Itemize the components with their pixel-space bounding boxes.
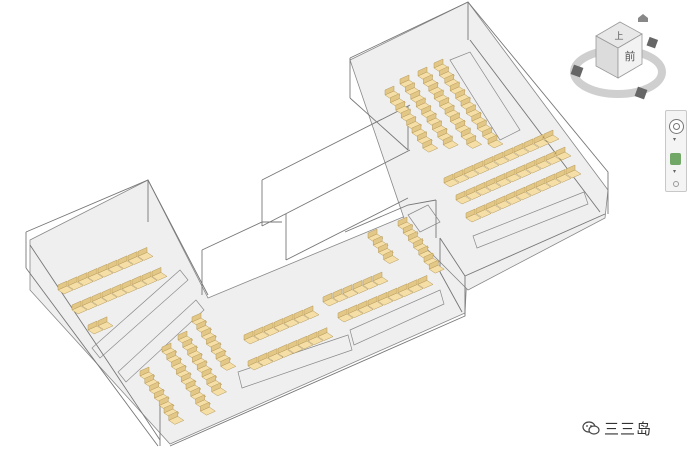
compass-south-marker[interactable] bbox=[634, 86, 648, 100]
floor-outlines bbox=[91, 51, 589, 389]
home-icon[interactable] bbox=[638, 14, 648, 22]
watermark-text: 三三岛 bbox=[604, 419, 653, 438]
viewcube-box[interactable]: 上 前 bbox=[595, 21, 643, 79]
floor-slab bbox=[29, 1, 609, 445]
steering-wheel-icon[interactable] bbox=[669, 119, 684, 134]
chevron-down-icon[interactable]: ▾ bbox=[673, 169, 677, 175]
compass-east-marker[interactable] bbox=[646, 36, 659, 49]
zoom-icon[interactable] bbox=[670, 153, 681, 165]
viewcube[interactable]: 上 前 bbox=[568, 14, 668, 102]
compass-west-marker[interactable] bbox=[570, 64, 584, 78]
wechat-icon bbox=[582, 421, 600, 435]
wall-outlines bbox=[25, 1, 609, 447]
navigation-bar: ▾ ▾ bbox=[665, 110, 687, 192]
navbar-options-icon[interactable] bbox=[673, 181, 679, 187]
watermark: 三三岛 bbox=[582, 419, 653, 438]
viewcube-front-label[interactable]: 前 bbox=[625, 49, 636, 63]
chevron-down-icon[interactable]: ▾ bbox=[673, 137, 677, 143]
viewcube-top-label[interactable]: 上 bbox=[614, 31, 623, 42]
